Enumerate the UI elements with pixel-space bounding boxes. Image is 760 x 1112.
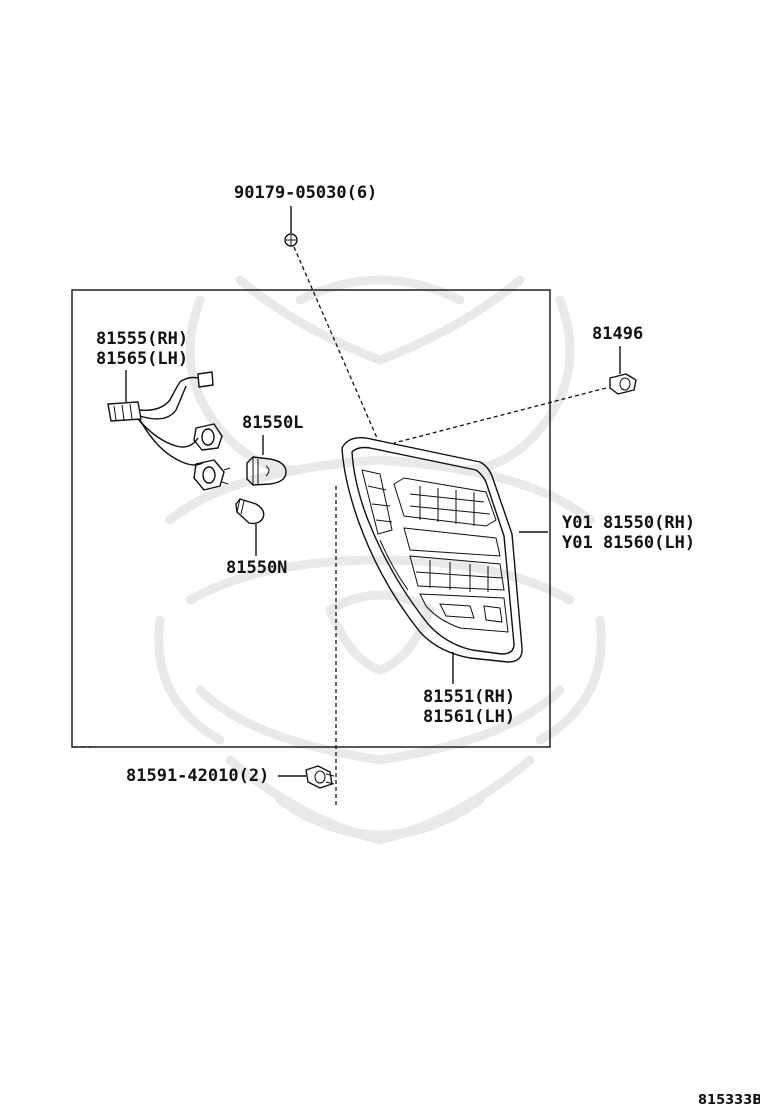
screw-part-number[interactable]: 90179-05030(6) [234, 183, 377, 203]
clip-icon [609, 373, 637, 395]
nut-part-number[interactable]: 81591-42010(2) [126, 766, 269, 786]
illustration-code: 815333B [698, 1093, 760, 1108]
nut-icon [305, 765, 335, 789]
lens-lh-part-number[interactable]: 81561(LH) [423, 707, 515, 727]
watermark-emblem [154, 275, 606, 845]
wire-harness-icon [107, 371, 231, 491]
assembly-frame [71, 289, 551, 748]
bulb-l-part-number[interactable]: 81550L [242, 413, 303, 433]
tail-lamp-icon [341, 437, 523, 663]
screw-icon [284, 233, 298, 247]
wire-lh-part-number[interactable]: 81565(LH) [96, 349, 188, 369]
clip-part-number[interactable]: 81496 [592, 324, 643, 344]
assy-lh-part-number[interactable]: Y01 81560(LH) [562, 533, 695, 553]
wire-rh-part-number[interactable]: 81555(RH) [96, 329, 188, 349]
bulb-l-icon [246, 456, 287, 486]
bulb-n-icon [235, 498, 265, 525]
lens-rh-part-number[interactable]: 81551(RH) [423, 687, 515, 707]
bulb-n-part-number[interactable]: 81550N [226, 558, 287, 578]
clip-guide-dashed [393, 387, 607, 444]
assy-rh-part-number[interactable]: Y01 81550(RH) [562, 513, 695, 533]
